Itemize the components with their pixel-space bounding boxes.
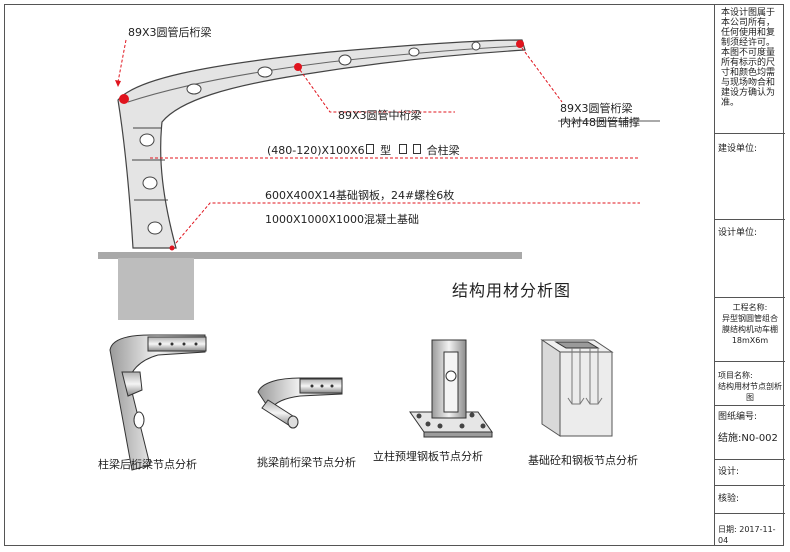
copyright-notice: 本设计图属于本公司所有，任何使用和复制须经许可。本图不可度量所有标示的尺寸和颜色… [715, 4, 785, 134]
beam-hole [257, 66, 273, 78]
rear-purlin-label: 89X3圆管后桁梁 [128, 26, 212, 39]
beam-hole [338, 54, 352, 66]
column-spec: (480-120)X100X6 [267, 144, 365, 157]
item-cell: 项目名称: 结构用材节点剖析图 [715, 362, 785, 406]
item-label: 项目名称: [718, 371, 753, 380]
column-end: 合柱梁 [426, 144, 460, 157]
date-value: 2017-11-04 [718, 525, 776, 545]
caption-base-plate: 立柱预埋钢板节点分析 [373, 450, 483, 463]
beam-hole [147, 221, 163, 235]
designer-cell: 设计单位: [715, 220, 785, 298]
caption-column-beam: 柱梁后桁梁节点分析 [98, 458, 197, 471]
check-cell: 核验: [715, 486, 785, 514]
design-label: 设计: [718, 467, 740, 477]
rear-purlin-marker [119, 94, 129, 104]
detail-base-plate [409, 339, 493, 438]
project-name-line2: 膜结构机动车棚 [722, 325, 778, 334]
column-label: (480-120)X100X6 型 合柱梁 [267, 142, 460, 158]
leader-rear-purlin [117, 39, 127, 83]
placeholder-box-icon [365, 144, 374, 154]
drawing-no-label: 图纸编号: [718, 412, 758, 422]
project-size: 18mX6m [731, 336, 769, 345]
drawing-no-cell: 图纸编号: 结施:N0-002 [715, 406, 785, 460]
column-type: 型 [380, 144, 392, 157]
leader-front-purlin [521, 47, 563, 103]
detail-column-beam-joint [109, 334, 207, 471]
ground-line [98, 252, 522, 259]
leader-mid-purlin [299, 69, 455, 113]
placeholder-box-icon [412, 144, 421, 154]
project-cell: 工程名称: 异型钢圆管组合 膜结构机动车棚 18mX6m [715, 298, 785, 362]
beam-hole [471, 41, 481, 51]
base-marker [169, 245, 175, 251]
arrowhead [115, 80, 121, 87]
concrete-foundation [118, 258, 194, 320]
item-value: 结构用材节点剖析图 [718, 382, 782, 402]
client-cell: 建设单位: [715, 134, 785, 220]
check-label: 核验: [718, 494, 740, 504]
drawing-frame [4, 4, 784, 546]
design-cell: 设计: [715, 460, 785, 486]
front-purlin-sublabel: 内衬48圆管辅撑 [560, 116, 640, 129]
project-name-line1: 异型钢圆管组合 [722, 314, 778, 323]
foundation-label: 1000X1000X1000混凝土基础 [265, 213, 420, 226]
leader-base-plate [175, 202, 640, 244]
detail-front-purlin-joint [257, 377, 343, 429]
caption-front-purlin: 挑梁前桁梁节点分析 [257, 456, 356, 469]
front-purlin-label: 89X3圆管桁梁 [560, 102, 633, 115]
project-label: 工程名称: [732, 303, 768, 312]
base-plate-label: 600X400X14基础钢板，24#螺栓6枚 [265, 189, 455, 202]
date-label: 日期: [718, 525, 737, 534]
detail-concrete-anchor [540, 339, 614, 437]
beam-hole [142, 176, 158, 190]
diagram-title: 结构用材分析图 [452, 281, 572, 300]
front-purlin-marker [516, 40, 524, 48]
drawing-no: 结施:N0-002 [718, 433, 778, 444]
placeholder-box-icon [398, 144, 407, 154]
title-block: 本设计图属于本公司所有，任何使用和复制须经许可。本图不可度量所有标示的尺寸和颜色… [714, 4, 785, 546]
mid-purlin-marker [294, 63, 302, 71]
mid-purlin-label: 89X3圆管中桁梁 [338, 109, 422, 122]
client-label: 建设单位: [718, 144, 758, 154]
beam-hole [139, 133, 155, 147]
caption-concrete: 基础砼和钢板节点分析 [528, 454, 638, 467]
designer-label: 设计单位: [718, 228, 758, 238]
beam-hole [186, 83, 202, 95]
beam-hole [408, 47, 420, 57]
date-cell: 日期: 2017-11-04 [715, 514, 785, 546]
